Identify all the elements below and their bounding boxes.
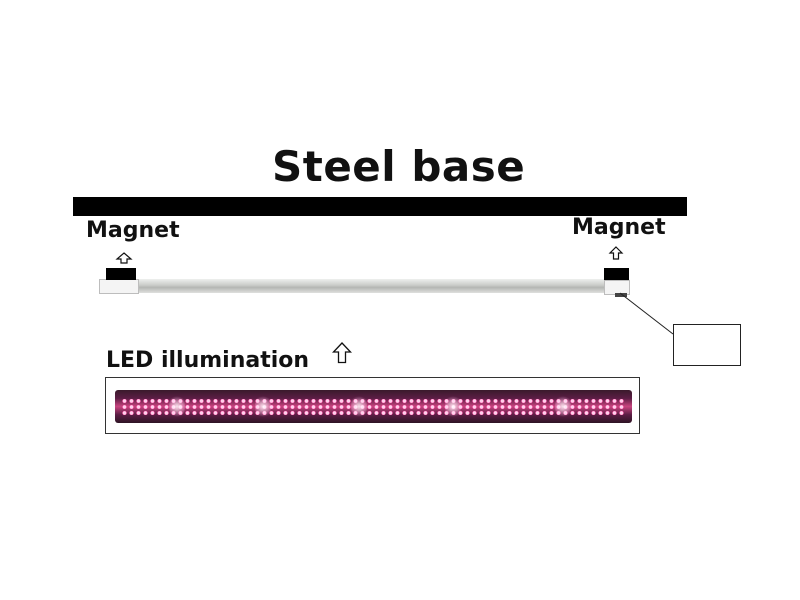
magnet-block-right — [604, 268, 629, 280]
up-arrow-icon — [115, 252, 133, 264]
led-row — [121, 399, 626, 403]
led-glow — [445, 394, 461, 419]
magnet-right-label: Magnet — [572, 215, 666, 240]
led-glow — [255, 394, 271, 419]
up-arrow-icon — [332, 342, 352, 364]
up-arrow-icon — [608, 246, 624, 260]
steel-base-bar — [73, 197, 687, 216]
steel-base-title: Steel base — [272, 142, 526, 191]
callout-box — [673, 324, 741, 366]
led-row — [121, 405, 626, 409]
led-glow — [351, 394, 367, 419]
tube-clip — [615, 293, 627, 297]
led-glow — [555, 394, 571, 419]
led-illumination-label: LED illumination — [106, 348, 310, 373]
led-strip-image — [115, 390, 632, 423]
light-tube — [100, 279, 630, 293]
led-row — [121, 411, 626, 415]
led-glow — [169, 394, 185, 419]
magnet-left-label: Magnet — [86, 218, 180, 243]
magnet-block-left — [106, 268, 136, 280]
